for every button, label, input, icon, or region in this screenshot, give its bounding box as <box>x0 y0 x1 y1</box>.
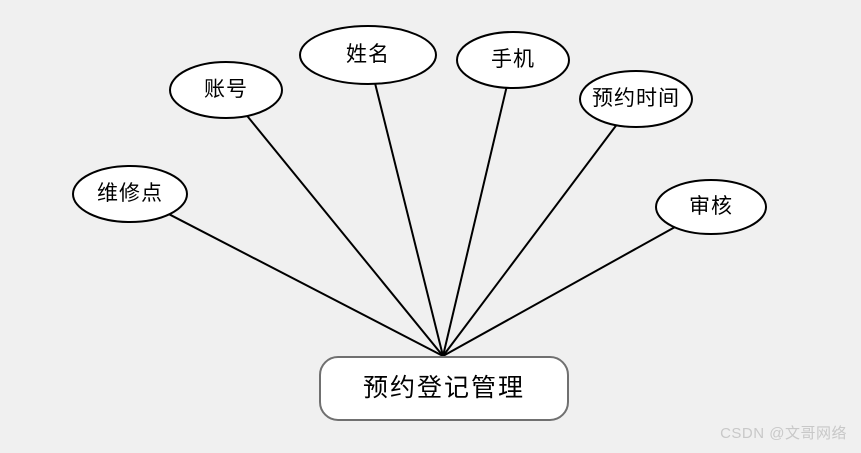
attribute-ellipse-0[interactable] <box>72 165 188 223</box>
connector-line-0 <box>168 213 444 357</box>
connector-lines-group <box>168 82 676 357</box>
attribute-ellipse-3[interactable] <box>456 31 570 89</box>
connector-line-3 <box>442 86 508 357</box>
connector-line-4 <box>442 124 618 357</box>
attribute-ellipse-1[interactable] <box>169 61 283 119</box>
attribute-ellipses-group <box>72 25 767 235</box>
attribute-ellipse-5[interactable] <box>655 179 767 235</box>
entity-box[interactable] <box>319 356 569 421</box>
attribute-ellipse-4[interactable] <box>579 70 693 128</box>
connector-line-2 <box>374 82 444 357</box>
attribute-ellipse-2[interactable] <box>299 25 437 85</box>
csdn-watermark: CSDN @文哥网络 <box>720 425 847 442</box>
connector-line-5 <box>442 226 676 357</box>
entity-box-group <box>319 356 569 421</box>
connector-line-1 <box>246 114 444 357</box>
